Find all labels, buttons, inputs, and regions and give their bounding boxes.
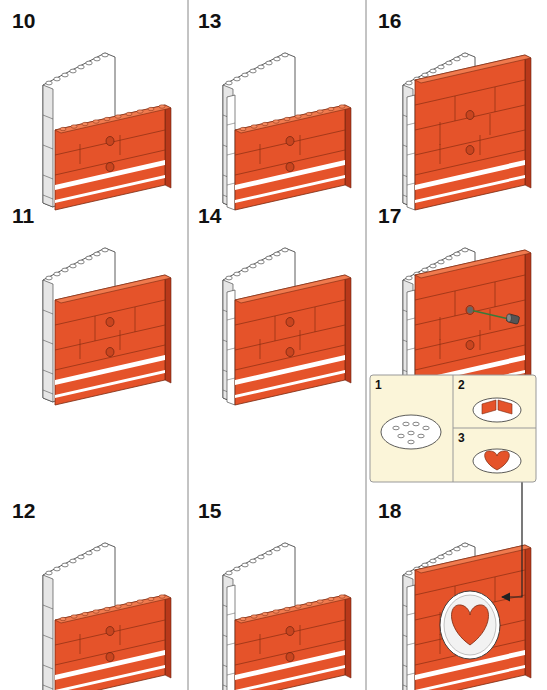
sub-assembly-inset <box>370 375 536 482</box>
axle-end <box>467 307 473 314</box>
step-number: 14 <box>198 205 221 226</box>
sub-step-number: 3 <box>458 432 465 444</box>
sub-step-number: 1 <box>375 379 382 391</box>
step-number: 18 <box>378 500 401 521</box>
wall-model <box>223 53 351 210</box>
wall-model <box>43 543 171 690</box>
column-divider <box>366 0 367 690</box>
wall-model <box>43 248 171 405</box>
step-number: 15 <box>198 500 221 521</box>
step-number: 16 <box>378 10 401 31</box>
wall-model <box>223 543 351 690</box>
step-number: 13 <box>198 10 221 31</box>
placement-arrow <box>502 482 522 597</box>
step-number: 17 <box>378 205 401 226</box>
step-number: 12 <box>12 500 35 521</box>
technic-pin <box>506 314 520 325</box>
axle-leader <box>470 310 509 319</box>
wall-model <box>223 248 351 405</box>
wall-model <box>403 53 531 210</box>
step-number: 11 <box>12 205 34 226</box>
step-number: 10 <box>12 10 35 31</box>
sub-step-number: 2 <box>458 379 465 391</box>
column-divider <box>188 0 189 690</box>
wall-model <box>43 53 171 210</box>
heart-disk <box>440 591 500 659</box>
wall-model <box>403 543 531 690</box>
